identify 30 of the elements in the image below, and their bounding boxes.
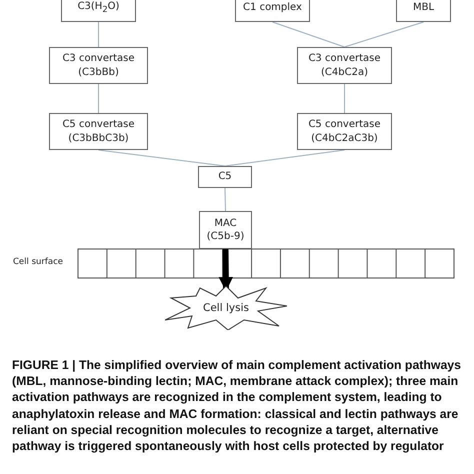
connector-line [98,84,99,114]
connector-line [344,84,345,114]
process-box [235,0,310,22]
region-label: Cell surface [13,257,64,267]
process-box [396,0,451,22]
node-label: C5 [218,170,232,184]
connector-line [98,22,99,48]
process-box [199,211,252,249]
connector-line [224,150,345,166]
process-box [49,113,148,150]
process-box [61,0,136,22]
connector-line [272,22,345,48]
node-label: C5 convertase (C4bC2aC3b) [307,118,382,145]
figure-caption: FIGURE 1 | The simplified overview of main complement activation pathways (MBL, mannose-binding lectin; MAC, membrane attack complex); three main activation pathways are recognized in the complement system, leading to anaphylatoxin release and MAC formation: classical and lectin pathways are reliant on special recognition molecules to recognize a target, alternative pathway is triggered spontaneously with host cells protected by regulator [12,357,462,454]
node-label: C3 convertase (C4bC2a) [307,52,382,79]
starburst-shape [165,286,287,330]
node-label: C3(H$_{2}$O) [78,0,120,16]
connector-line [224,188,226,212]
node-label: C1 complex [243,1,302,15]
process-box [49,47,148,84]
node-label: MAC (C5b-9) [206,216,246,244]
process-box [198,166,252,188]
node-label: Cell lysis [203,300,249,316]
node-label: C3 convertase (C3bBb) [61,52,136,79]
process-box [297,47,392,84]
node-label: MBL [412,1,434,15]
connector-line [98,150,226,166]
node-label: C5 convertase (C3bBbC3b) [61,118,136,145]
process-box [297,113,392,150]
connector-line [344,22,424,48]
